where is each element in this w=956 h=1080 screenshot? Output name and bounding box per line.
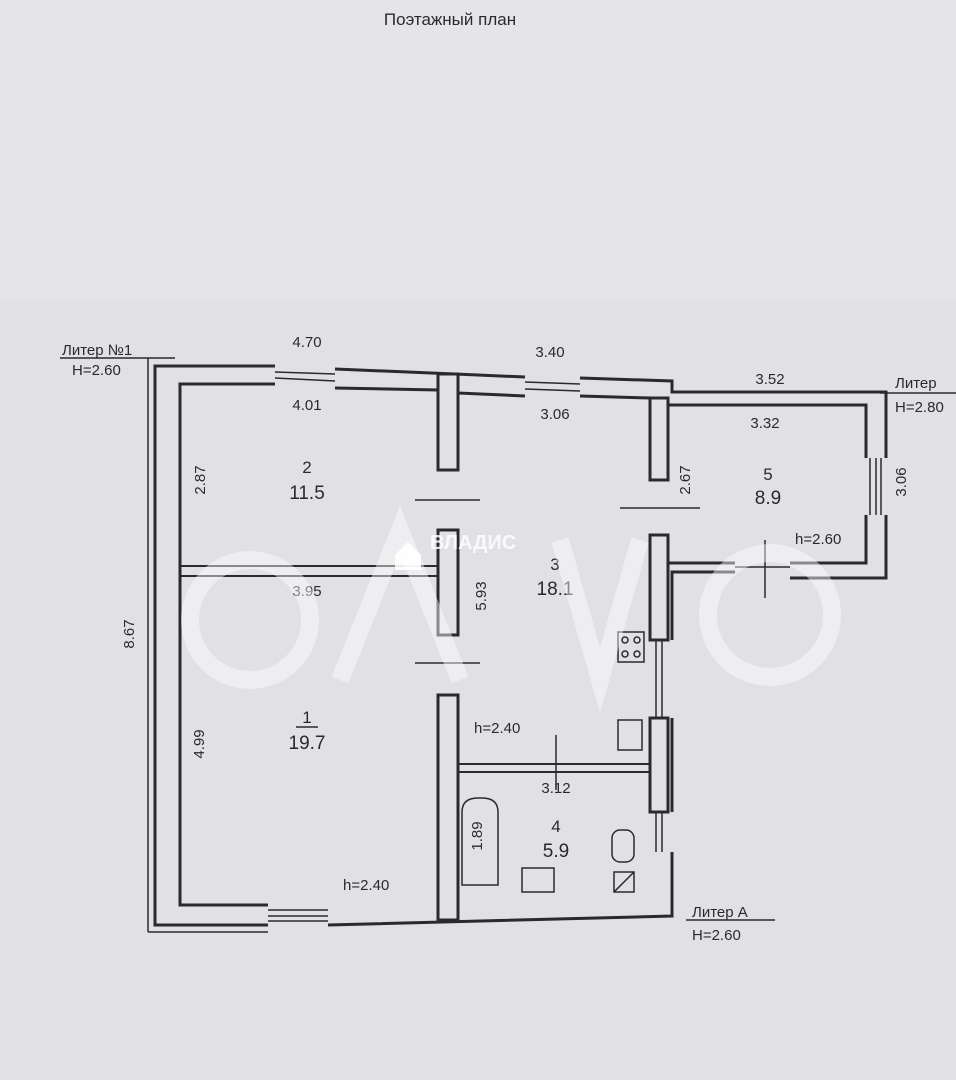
dim-room3-height: 2.67 [677,465,694,494]
dim-top-mid: 3.40 [535,344,564,361]
interior-walls [179,372,766,922]
room1-area: 19.7 [289,733,326,754]
plan-title: Поэтажный план [384,10,516,29]
room2-number: 2 [302,458,311,477]
ceiling-room3: h=2.40 [474,720,520,737]
ceiling-room1: h=2.40 [343,877,389,894]
ceiling-room5: h=2.60 [795,531,841,548]
liter1-name: Литер №1 [62,342,132,359]
dim-room2-height: 2.87 [192,465,209,494]
stove-icon [617,631,645,663]
bathtub-icon [461,797,499,886]
dim-room5-height: 3.06 [893,467,910,496]
literA-name: Литер А [692,904,748,921]
liter-labels: Литер №1 H=2.60 Литер H=2.80 Литер А H=2… [60,342,956,944]
dim-room1-width: 3.95 [292,583,321,600]
room3-area: 18.1 [537,579,574,600]
dim-room2-width: 4.01 [292,397,321,414]
dim-partition: 5.93 [473,581,490,610]
room2-area: 11.5 [289,483,325,504]
watermark-brand: ВЛАДИС [430,532,516,554]
room3-number: 3 [550,555,559,574]
ceiling-labels: h=2.60 h=2.40 h=2.40 [343,531,841,894]
watermark: ВЛАДИС [181,505,841,713]
room4-area: 5.9 [543,841,569,862]
fixtures [461,631,645,893]
literA-height: H=2.60 [692,927,741,944]
dim-room1-height: 4.99 [191,729,208,758]
sink-icon [617,719,643,751]
dim-top-left: 4.70 [292,334,321,351]
liter-right-name: Литер [895,375,937,392]
room5-area: 8.9 [755,488,781,509]
room5-number: 5 [763,465,772,484]
dim-top-right: 3.52 [755,371,784,388]
house-icon [395,542,421,570]
dimension-labels: 4.70 3.40 3.52 4.01 3.06 3.32 2.87 2.67 … [121,334,910,851]
washbasin-icon [521,867,555,893]
dim-left-total: 8.67 [121,619,138,648]
room4-number: 4 [551,817,560,836]
liter-right-height: H=2.80 [895,399,944,416]
dim-room5-width: 3.32 [750,415,779,432]
dim-room4-width: 3.12 [541,780,570,797]
dim-room3-width: 3.06 [540,406,569,423]
liter1-height: H=2.60 [72,362,121,379]
paper-shade [0,300,956,1080]
toilet-icon [611,829,635,863]
room1-number: 1 [302,708,311,727]
dim-room4-height: 1.89 [469,821,486,850]
room-labels: 2 11.5 3 18.1 5 8.9 1 19.7 4 5.9 [289,458,782,862]
boiler-icon [613,871,635,893]
